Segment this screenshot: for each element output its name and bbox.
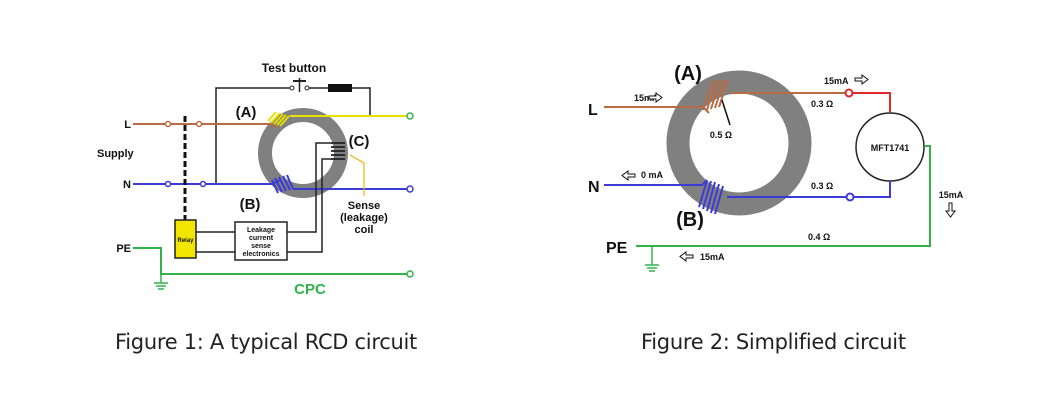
line-resistance-label: 0.3 Ω <box>811 99 833 109</box>
test-button-switch[interactable] <box>289 78 310 92</box>
coil-c-winding <box>331 142 345 160</box>
down-current-label: 15mA <box>939 190 964 200</box>
line-load-terminal <box>406 112 414 120</box>
coil-b-winding-2 <box>698 179 724 215</box>
test-wire-right <box>352 87 371 115</box>
sense-label: coil <box>355 224 374 236</box>
coil-b-winding <box>271 174 294 194</box>
figure-2-simplified-circuit: L (A) 15mA 0.5 Ω 15mA 0.3 Ω MFT1741 N <box>588 63 964 272</box>
neutral-terminal <box>199 180 207 188</box>
toroid-core-2 <box>666 70 812 216</box>
neutral-resistance-label: 0.3 Ω <box>811 181 833 191</box>
sense-wire-bottom <box>287 158 331 253</box>
out-current-label: 15mA <box>824 76 849 86</box>
electronics-label: current <box>249 235 274 242</box>
neutral-terminal <box>164 180 172 188</box>
line-conductor <box>133 123 278 129</box>
line-terminal <box>195 120 203 128</box>
pe-label: PE <box>116 243 131 255</box>
neutral-test-terminal <box>845 192 855 202</box>
coil-b-label-2: (B) <box>676 209 704 231</box>
coil-a-label-2: (A) <box>674 63 702 85</box>
coil-c-label: (C) <box>349 133 370 150</box>
neutral-load-terminal <box>406 185 414 193</box>
arrow-right-icon <box>648 92 663 103</box>
coil-a-label: (A) <box>236 104 257 121</box>
arrow-left-icon <box>679 251 694 262</box>
sense-label: (leakage) <box>340 212 388 224</box>
earth-conductor <box>133 247 410 275</box>
ground-symbol-2 <box>645 246 659 272</box>
earth-terminal <box>406 270 414 278</box>
figure-1-caption: Figure 1: A typical RCD circuit <box>115 330 417 354</box>
earth-conductor-2 <box>636 145 931 247</box>
sense-pointer-line <box>349 154 365 196</box>
test-circuit-wire-left <box>215 87 290 184</box>
line-terminal <box>164 120 172 128</box>
coil-resistance-label: 0.5 Ω <box>710 130 732 140</box>
electronics-box <box>234 221 288 261</box>
cpc-label: CPC <box>294 281 326 298</box>
sense-wire-top <box>287 142 331 233</box>
arrow-left-icon <box>621 170 636 181</box>
arrow-down-icon <box>945 202 956 218</box>
figure-1-rcd-circuit: Test button (A) <box>97 61 414 298</box>
neutral-label-2: N <box>588 179 600 196</box>
resistance-pointer <box>721 99 731 126</box>
coil-b-label: (B) <box>240 196 261 213</box>
coil-a-winding <box>267 111 290 127</box>
neutral-label: N <box>123 179 131 191</box>
ground-symbol <box>154 274 168 290</box>
neutral-conductor <box>133 179 281 185</box>
line-test-terminal <box>844 88 854 98</box>
figure-2-caption: Figure 2: Simplified circuit <box>641 330 906 354</box>
pe-resistance-label: 0.4 Ω <box>808 232 830 242</box>
neutral-current-label: 0 mA <box>641 170 664 180</box>
tester-lead-blue <box>853 181 891 198</box>
tester-label: MFT1741 <box>871 143 910 153</box>
electronics-label: Leakage <box>247 227 275 234</box>
supply-label: Supply <box>97 148 135 160</box>
pe-label-2: PE <box>606 240 628 257</box>
relay-box <box>174 219 197 259</box>
electronics-label: electronics <box>243 251 280 258</box>
line-label: L <box>124 119 131 131</box>
sense-label: Sense <box>348 200 380 212</box>
line-current-label: 15mA <box>634 93 659 103</box>
coil-a-winding-2 <box>702 79 729 111</box>
relay-label: Relay <box>177 238 194 244</box>
arrow-right-icon <box>854 74 869 85</box>
line-label-2: L <box>588 102 598 119</box>
neutral-conductor-2 <box>604 179 708 186</box>
pe-current-label: 15mA <box>700 252 725 262</box>
tester-lead-red <box>852 92 891 112</box>
electronics-label: sense <box>251 243 271 250</box>
test-button-label: Test button <box>262 61 326 75</box>
test-resistor <box>328 84 352 92</box>
